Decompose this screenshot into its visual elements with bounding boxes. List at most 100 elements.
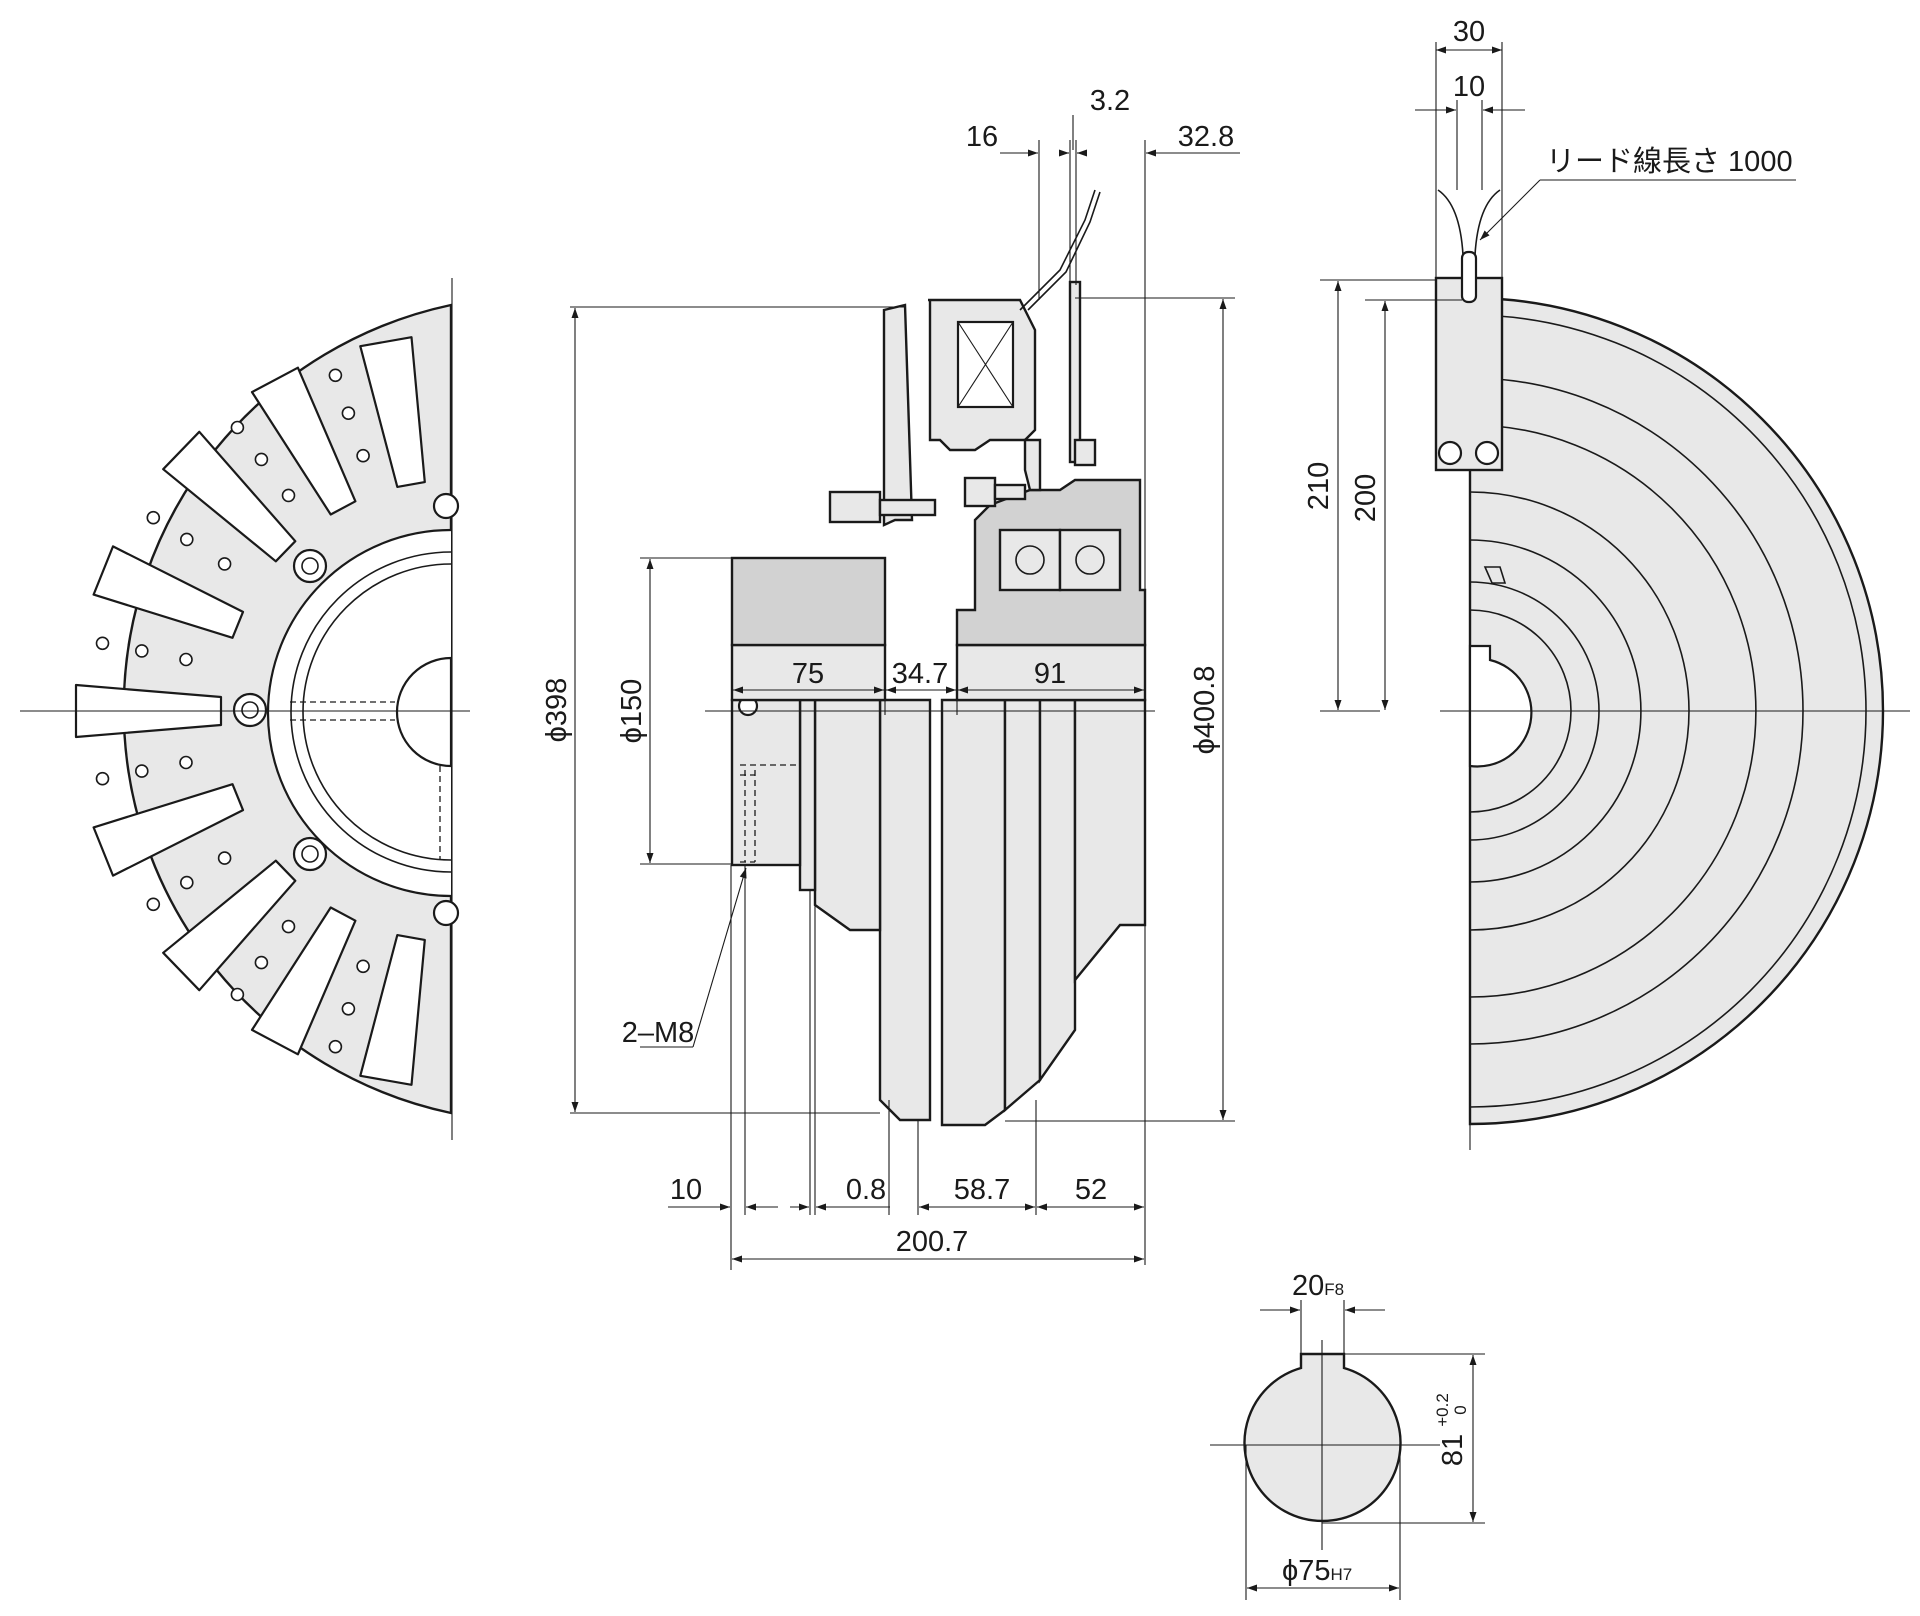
dim-label-81-tol-upper: +0.2 (1433, 1393, 1452, 1427)
bore-detail (1210, 1300, 1485, 1600)
cooling-slot (250, 906, 357, 1056)
dim-label-2-m8: 2–M8 (622, 1017, 695, 1049)
bolt-hole-core (301, 557, 319, 575)
lead-terminal-plate (1068, 280, 1082, 464)
dim-label-81: 81 (1437, 1434, 1469, 1466)
rotor-step-2 (1038, 698, 1077, 1084)
front-cooling-slots (74, 336, 426, 1086)
vent-hole (135, 764, 149, 778)
vent-hole (341, 1001, 356, 1016)
dim-label-0-8: 0.8 (846, 1174, 886, 1206)
armature-hub-plate (813, 698, 882, 932)
armature-hub-upper (730, 556, 887, 647)
dimension-labels: 16 3.2 32.8 ϕ398 ϕ150 ϕ400.8 75 34.7 91 … (541, 16, 1793, 1587)
bolt-head-2 (963, 476, 997, 508)
bearing-2 (1058, 528, 1122, 592)
bolt-hole (292, 548, 328, 584)
rotor-disc (940, 698, 1007, 1127)
cooling-slot (92, 545, 245, 639)
front-hub-inner (290, 551, 452, 873)
vent-hole (230, 987, 245, 1002)
dim-label-200: 200 (1350, 474, 1382, 522)
terminal-nut (1073, 438, 1097, 467)
bolt-hole-core (241, 701, 259, 719)
vent-hole (135, 644, 149, 658)
lead-wire (1027, 191, 1101, 311)
vent-hole (180, 532, 194, 547)
front-view (20, 278, 470, 1140)
dim-label-10: 10 (670, 1174, 702, 1206)
lead-leader (1479, 179, 1541, 241)
vent-hole (179, 652, 193, 667)
lead-wire-label: リード線長さ 1000 (1546, 145, 1793, 178)
terminal-screw (1437, 440, 1463, 466)
lead-wire (1474, 189, 1501, 256)
dim-label-91: 91 (1034, 658, 1066, 690)
rotor-step-3 (1073, 698, 1147, 984)
dim-label-75: 75 (792, 658, 824, 690)
dim-label-81-tol-lower: 0 (1451, 1405, 1470, 1414)
dim-label-32-8: 32.8 (1178, 121, 1234, 153)
vent-hole (281, 919, 296, 934)
rotor-disc-step (1003, 698, 1042, 1113)
dim-label-10-top: 10 (1453, 71, 1485, 103)
vent-hole (95, 771, 110, 786)
vent-hole (180, 875, 194, 890)
vent-hole (281, 488, 296, 503)
terminal-screw (1474, 440, 1500, 466)
front-hub-inner-2 (302, 563, 452, 861)
cooling-slot (359, 336, 426, 488)
vent-hole (254, 452, 269, 467)
end-view (1320, 42, 1910, 1150)
cooling-slot (250, 366, 357, 516)
cooling-slot (162, 859, 297, 992)
bolt-shank (878, 498, 937, 517)
bolt-hole (432, 492, 460, 520)
dim-label-200-7: 200.7 (896, 1226, 969, 1258)
dim-label-150: ϕ150 (616, 679, 648, 744)
bolt-shank-2 (993, 483, 1027, 501)
armature-hub (730, 698, 802, 867)
bolt-head (828, 490, 882, 524)
dim-label-58-7: 58.7 (954, 1174, 1010, 1206)
dim-label-34-7: 34.7 (892, 658, 948, 690)
cooling-slot (92, 783, 245, 877)
cooling-slot (359, 933, 426, 1086)
bearing-ball (1075, 545, 1105, 575)
vent-hole (95, 636, 110, 651)
vent-hole (179, 755, 193, 770)
front-hub-ring (266, 528, 452, 898)
dim-label-3-2: 3.2 (1090, 85, 1130, 117)
vent-hole (217, 557, 232, 571)
leader-2-m8 (692, 867, 747, 1048)
vent-hole (328, 368, 343, 383)
vent-hole (356, 448, 370, 463)
dim-label-30: 30 (1453, 16, 1485, 48)
dim-label-210: 210 (1303, 462, 1335, 510)
armature-disc (878, 698, 932, 1122)
bearing-support (1023, 438, 1042, 492)
hub-spacer (798, 698, 817, 892)
vent-hole (146, 510, 161, 525)
vent-hole (146, 897, 161, 912)
dim-label-400-8: ϕ400.8 (1189, 666, 1221, 755)
bearing-1 (998, 528, 1062, 592)
dimension-lines (571, 115, 1240, 1263)
extension-lines (570, 140, 1235, 1270)
vent-hole (217, 851, 232, 865)
vent-hole (230, 420, 245, 435)
vent-hole (341, 406, 356, 421)
front-vent-holes (95, 368, 370, 1054)
bolt-hole (232, 692, 268, 728)
dim-label-398: ϕ398 (541, 678, 573, 743)
lead-wire (1437, 189, 1464, 256)
front-bolt-holes (232, 492, 460, 927)
bolt-hole-core (301, 845, 319, 863)
cooling-slot (162, 430, 297, 563)
vent-hole (356, 959, 370, 974)
end-bore (1468, 644, 1533, 768)
front-bore (395, 656, 453, 768)
side-section-view (705, 189, 1155, 1127)
key-tab (1483, 566, 1507, 584)
vent-hole (254, 955, 269, 970)
